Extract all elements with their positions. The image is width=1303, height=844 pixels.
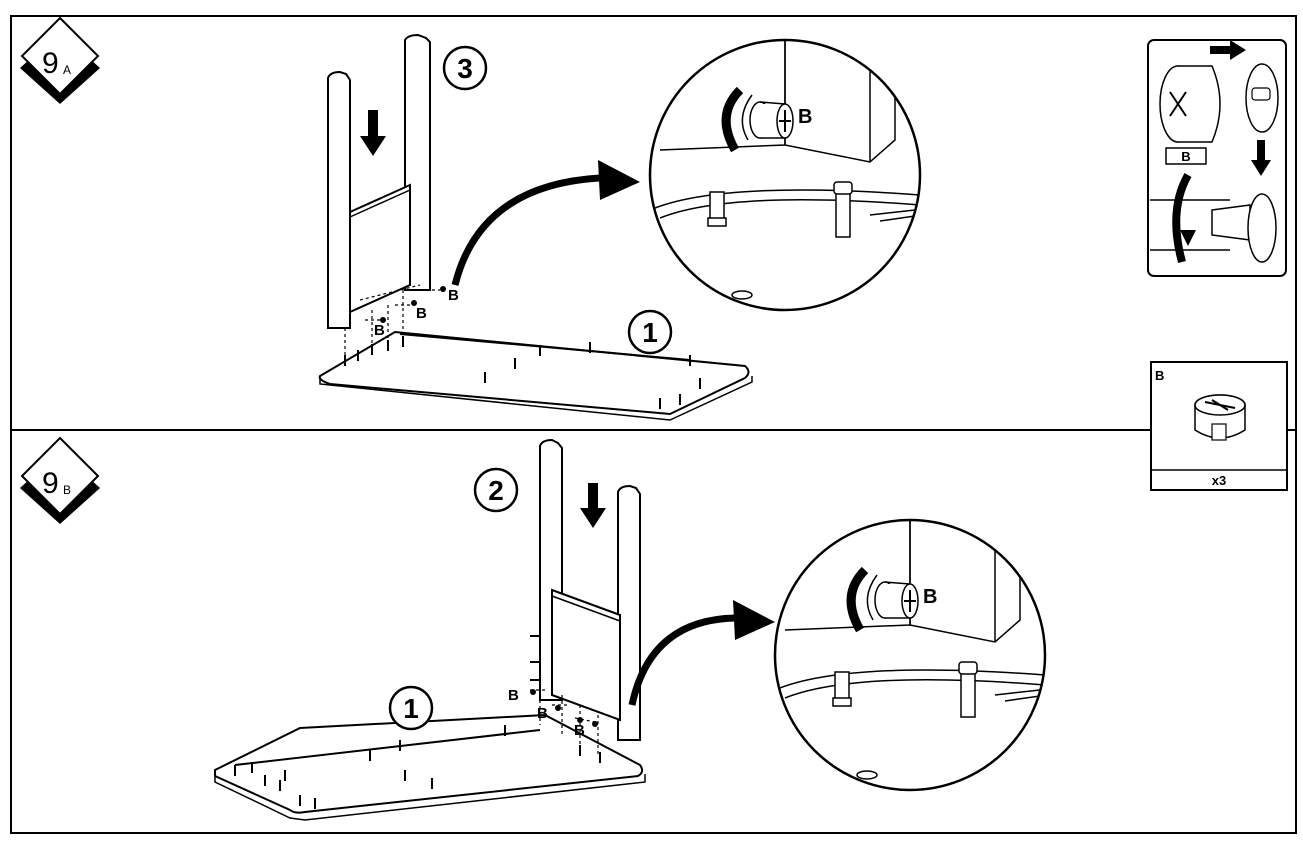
svg-text:3: 3 (457, 53, 473, 84)
part-label-b: B (448, 287, 459, 304)
cam-lock-howto-inset: B (1147, 39, 1287, 277)
step-badge-9b: 9 B (20, 436, 100, 524)
curved-arrow-icon (628, 614, 736, 706)
step-number: 9 (42, 467, 59, 500)
svg-text:2: 2 (488, 475, 504, 506)
step-sub-letter: B (63, 483, 71, 497)
tabletop-board (318, 330, 753, 421)
detail-zoom-circle: B (648, 38, 922, 312)
down-arrow-icon (1251, 140, 1271, 176)
part-label-b: B (416, 305, 427, 322)
part-number-2: 2 (473, 467, 519, 513)
step-number: 9 (42, 47, 59, 80)
page-frame (10, 15, 1297, 834)
side-panel-assembly: B B B (327, 33, 459, 360)
part-number-1: 1 (627, 309, 673, 355)
parts-list-box: B x3 (1150, 361, 1288, 491)
tabletop-board (214, 713, 646, 821)
right-arrow-icon (1210, 40, 1246, 60)
down-arrow-icon (360, 110, 386, 156)
detail-zoom-circle: B (773, 518, 1047, 792)
part-label-b: B (374, 322, 385, 339)
part-label-b: B (798, 106, 812, 128)
part-number-1: 1 (388, 685, 434, 731)
arrow-head-icon (733, 600, 775, 640)
curved-arrow-icon (451, 174, 601, 286)
part-label-b: B (1155, 368, 1164, 383)
step-badge-9a: 9 A (20, 16, 100, 104)
svg-text:1: 1 (403, 693, 419, 724)
down-arrow-icon (580, 483, 606, 528)
part-label-b: B (923, 586, 937, 608)
part-label-b: B (537, 705, 548, 722)
part-label-b: B (1181, 149, 1190, 164)
cam-lock-icon (1194, 394, 1246, 441)
quantity-label: x3 (1212, 473, 1226, 488)
arrow-head-icon (598, 160, 640, 200)
step-sub-letter: A (63, 63, 71, 77)
part-label-b: B (508, 687, 519, 704)
side-panel-assembly: B B B (508, 438, 641, 755)
svg-text:1: 1 (642, 317, 658, 348)
part-number-3: 3 (442, 45, 488, 91)
part-label-b: B (574, 722, 585, 739)
